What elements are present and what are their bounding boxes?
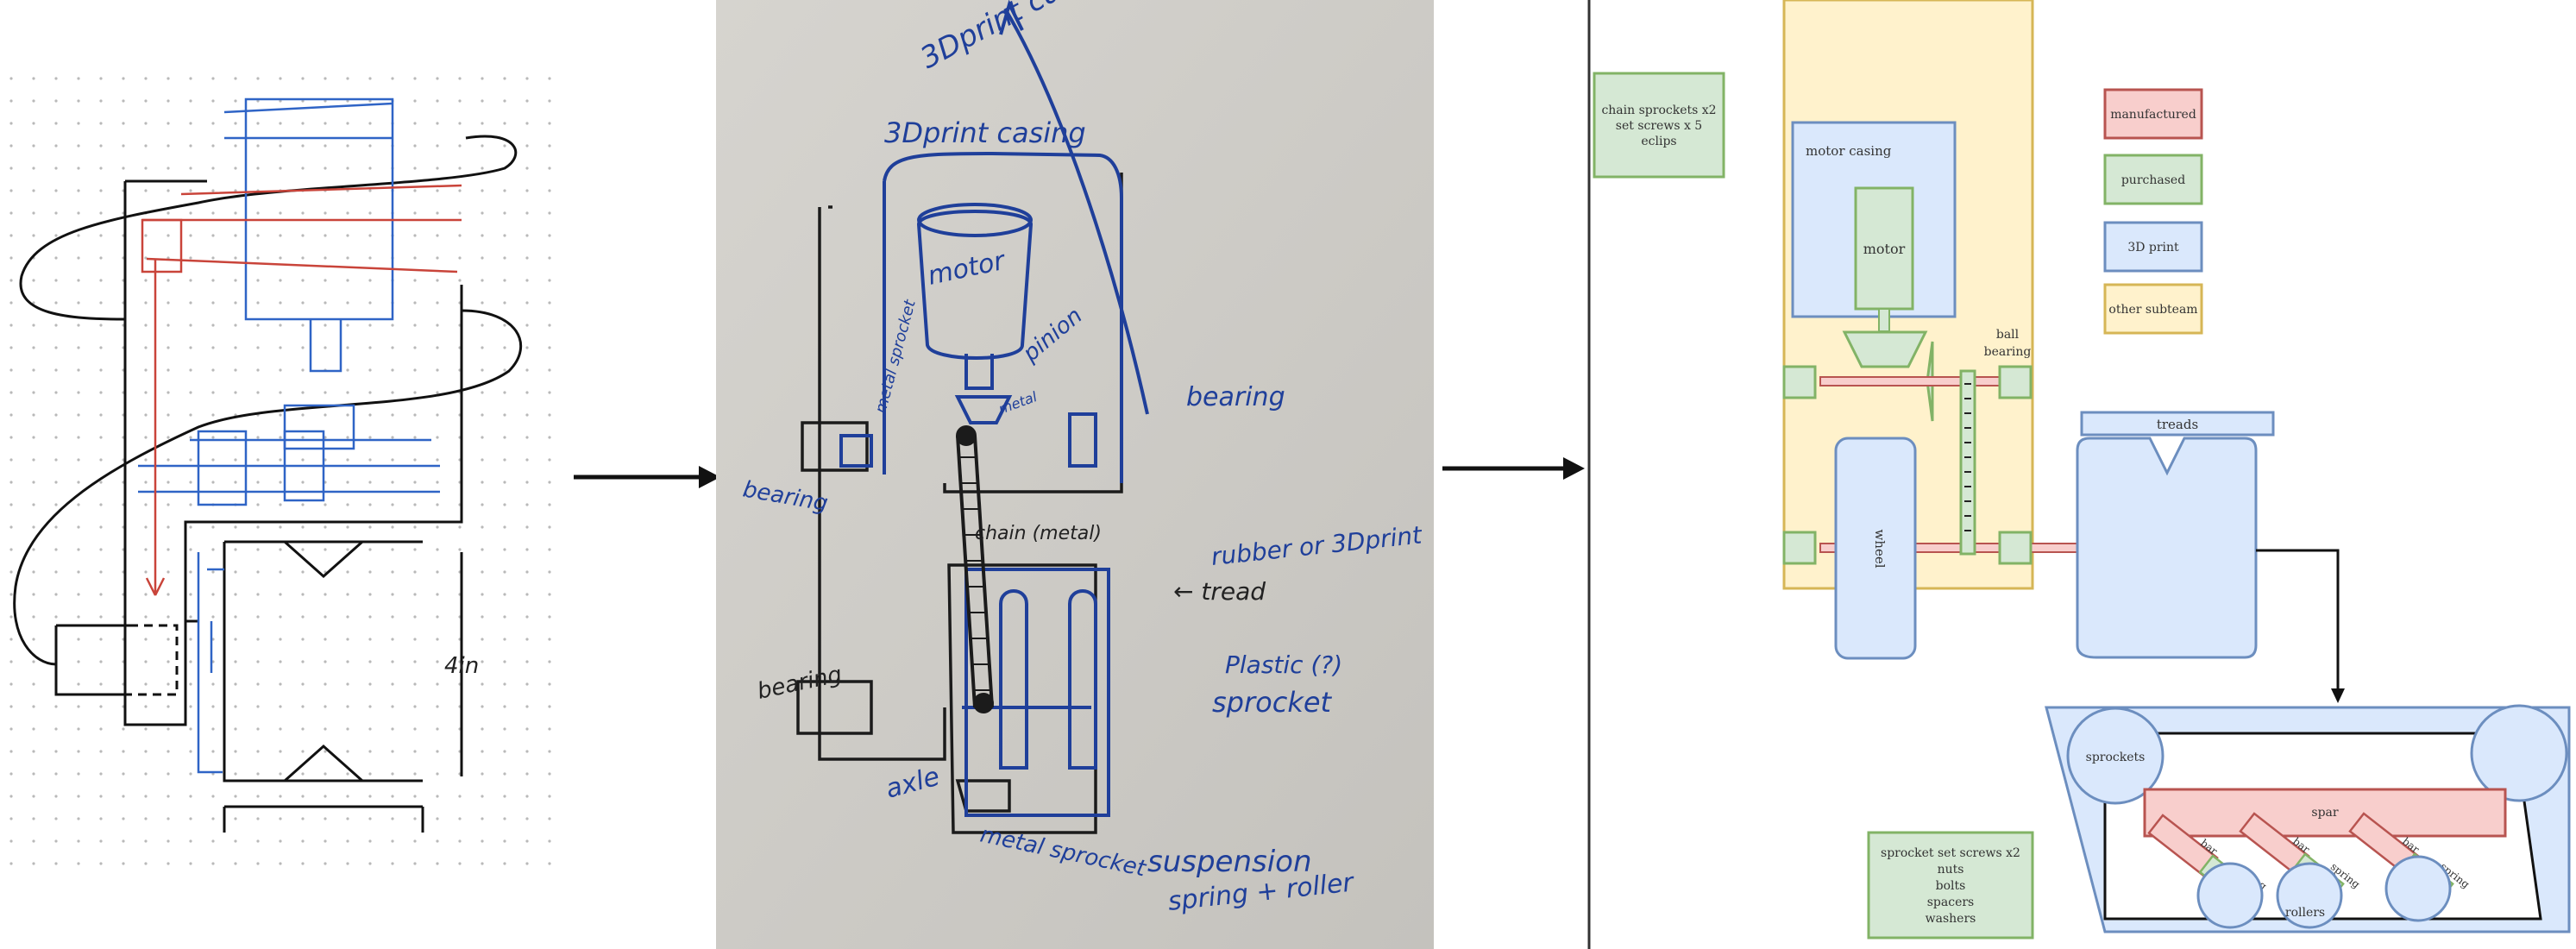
ball-bearing-label-2: bearing — [1984, 345, 2032, 359]
chain-links — [1964, 383, 1971, 531]
roller-1 — [2196, 862, 2264, 929]
bearing-upper-right — [1998, 365, 2033, 399]
dimension-label: 4in — [444, 653, 479, 679]
hardware-line-2: nuts — [1938, 863, 1964, 877]
pinion-gear — [1842, 330, 1928, 368]
bearing-lower-right — [1998, 531, 2033, 565]
purchased-line-1: chain sprockets x2 — [1601, 104, 1716, 117]
hardware-line-3: bolts — [1936, 879, 1966, 893]
whiteboard-photo: 3Dprint casings for bearings 3Dprint cas… — [716, 0, 1434, 949]
diagram-canvas: chain sprockets x2 set screws x 5 eclips… — [1587, 0, 2571, 949]
label-bearing-right: bearing — [1186, 382, 1285, 412]
spar — [2143, 788, 2507, 838]
whiteboard-chain-links — [959, 456, 991, 691]
ball-bearing-label-1: ball — [1996, 328, 2020, 342]
sprocket-right — [2470, 704, 2568, 802]
diagram-panel: chain sprockets x2 set screws x 5 eclips… — [1587, 0, 2576, 949]
bearing-lower-left — [1782, 531, 1817, 565]
sketch-red-parts — [141, 184, 462, 596]
label-tread: ← tread — [1173, 577, 1266, 606]
arrow-right-icon — [1563, 457, 1585, 480]
sprocket-left — [2066, 707, 2164, 805]
roller-3 — [2384, 855, 2452, 922]
legend-other-subteam-label: other subteam — [2108, 303, 2197, 317]
sketch-canvas: 4in — [0, 73, 569, 867]
rollers-label: rollers — [2285, 906, 2325, 920]
legend: manufactured purchased 3D print other su… — [2103, 88, 2203, 335]
wheel — [1834, 437, 1917, 660]
arrow-2 — [1442, 457, 1585, 480]
legend-manufactured-label: manufactured — [2110, 108, 2196, 122]
roller-2 — [2276, 862, 2343, 929]
motor-shaft — [1878, 308, 1890, 332]
hardware-line-4: spacers — [1927, 896, 1975, 909]
purchased-line-2: set screws x 5 — [1616, 119, 1702, 133]
treads-label: treads — [2157, 417, 2198, 432]
upper-shaft — [1819, 376, 2007, 387]
whiteboard-canvas: 3Dprint casings for bearings 3Dprint cas… — [716, 0, 1434, 949]
motor-casing-label: motor casing — [1806, 143, 1892, 159]
chain — [1959, 369, 1976, 556]
arrow-right-icon — [699, 466, 720, 488]
legend-3dprint — [2103, 221, 2203, 273]
label-plastic: Plastic (?) — [1225, 650, 1342, 679]
legend-purchased-label: purchased — [2121, 173, 2185, 187]
spar-label: spar — [2311, 806, 2338, 820]
legend-other-subteam — [2103, 283, 2203, 335]
bearing-upper-left — [1782, 365, 1817, 399]
legend-manufactured — [2103, 88, 2203, 140]
legend-purchased — [2103, 154, 2203, 205]
hardware-box — [1867, 831, 2034, 940]
sketch-blue-parts — [138, 97, 440, 774]
motor-label: motor — [1863, 241, 1906, 257]
legend-3dprint-label: 3D print — [2127, 241, 2179, 255]
purchased-line-3: eclips — [1641, 135, 1676, 148]
whiteboard-chain — [956, 435, 994, 708]
hardware-line-5: washers — [1926, 912, 1976, 926]
hardware-line-1: sprocket set screws x2 — [1881, 846, 2020, 860]
whiteboard-sprockets — [956, 425, 994, 713]
treads-bar — [2080, 411, 2275, 437]
label-sprocket: sprocket — [1212, 686, 1333, 719]
purchased-parts-box — [1593, 72, 1725, 179]
label-chain: chain (metal) — [975, 523, 1102, 544]
label-suspension: suspension — [1147, 845, 1312, 879]
sprockets-label: sprockets — [2086, 751, 2146, 764]
sketch-frame — [13, 135, 523, 833]
arrow-1 — [574, 466, 720, 488]
label-3dprint-casing: 3Dprint casing — [884, 116, 1086, 149]
tread-block — [2076, 437, 2258, 659]
connector-line — [2256, 549, 2340, 694]
wheel-label: wheel — [1872, 529, 1888, 568]
arrow-down-icon — [2331, 688, 2345, 703]
motor — [1854, 186, 1914, 311]
sketch-panel: 4in — [0, 0, 569, 949]
